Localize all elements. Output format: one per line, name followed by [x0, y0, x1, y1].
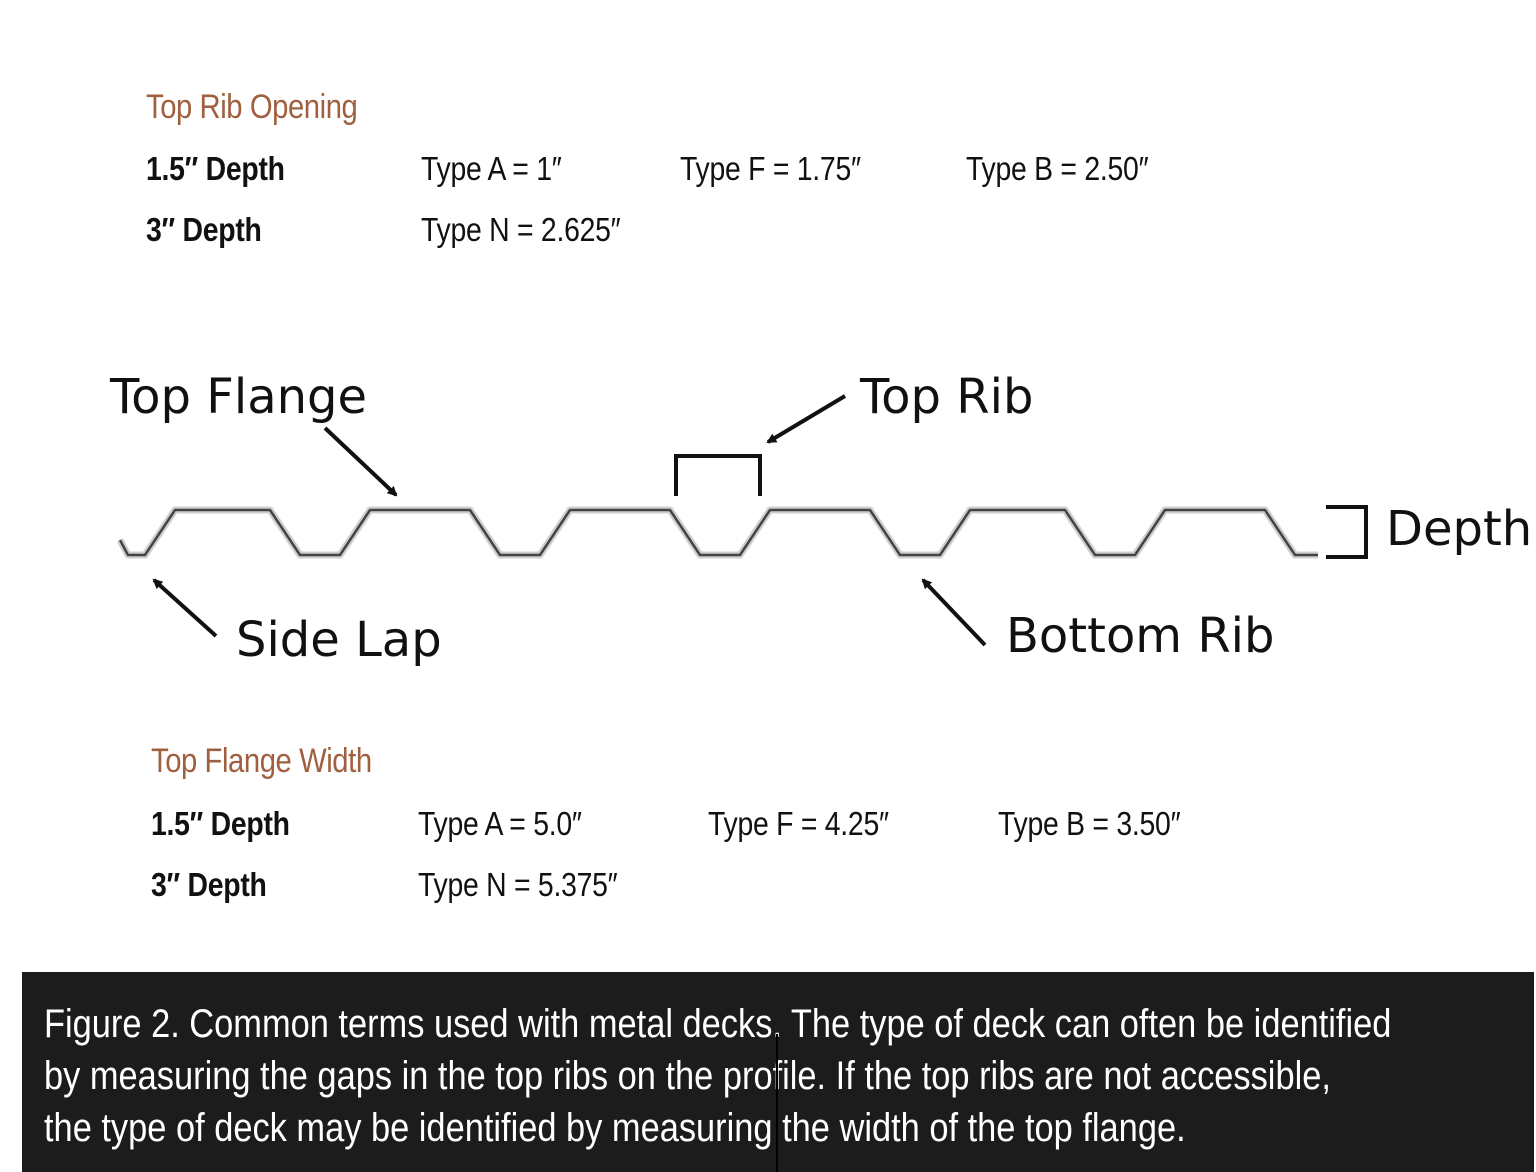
- top-flange-label: Top Flange: [109, 369, 367, 425]
- depth-label: 1.5″ Depth: [146, 150, 285, 187]
- flange-width-row-2: 3″ Depth: [151, 866, 267, 904]
- side-lap-label: Side Lap: [236, 612, 442, 668]
- figure-caption-box: Figure 2. Common terms used with metal d…: [22, 972, 1534, 1172]
- text-cursor-line: [776, 1034, 778, 1172]
- depth-bracket: [1326, 505, 1368, 559]
- flange-width-type-b: Type B = 3.50″: [998, 805, 1181, 842]
- bottom-rib-arrow: [921, 578, 987, 647]
- figure-caption: Figure 2. Common terms used with metal d…: [44, 998, 1506, 1154]
- rib-opening-type-f: Type F = 1.75″: [680, 150, 861, 187]
- caption-line-1: Figure 2. Common terms used with metal d…: [44, 1002, 1392, 1046]
- rib-opening-type-b: Type B = 2.50″: [966, 150, 1149, 187]
- top-rib-arrow: [766, 394, 847, 444]
- flange-width-type-n: Type N = 5.375″: [418, 866, 618, 903]
- bottom-rib-label: Bottom Rib: [1006, 608, 1274, 664]
- depth-label: 3″ Depth: [151, 866, 267, 903]
- rib-opening-type-n: Type N = 2.625″: [421, 211, 621, 248]
- depth-label: 3″ Depth: [146, 211, 262, 248]
- rib-opening-type-a: Type A = 1″: [421, 150, 562, 187]
- flange-width-type-f: Type F = 4.25″: [708, 805, 889, 842]
- rib-opening-row-1: 1.5″ Depth: [146, 150, 285, 188]
- top-flange-arrow: [323, 426, 398, 497]
- deck-profile-diagram: Top Flange Top Rib Depth Side Lap Bottom…: [109, 369, 1532, 668]
- top-rib-opening-title: Top Rib Opening: [146, 88, 358, 126]
- side-lap-arrow: [152, 578, 218, 638]
- deck-profile-line: [116, 506, 1318, 559]
- rib-opening-row-2: 3″ Depth: [146, 211, 262, 249]
- depth-label: 1.5″ Depth: [151, 805, 290, 842]
- flange-width-row-1: 1.5″ Depth: [151, 805, 290, 843]
- caption-line-3: the type of deck may be identified by me…: [44, 1106, 1186, 1150]
- flange-width-type-a: Type A = 5.0″: [418, 805, 582, 842]
- top-rib-label: Top Rib: [859, 369, 1033, 425]
- depth-label: Depth: [1386, 501, 1532, 557]
- top-flange-width-title: Top Flange Width: [151, 742, 372, 780]
- top-rib-bracket: [674, 454, 762, 496]
- caption-line-2: by measuring the gaps in the top ribs on…: [44, 1054, 1331, 1098]
